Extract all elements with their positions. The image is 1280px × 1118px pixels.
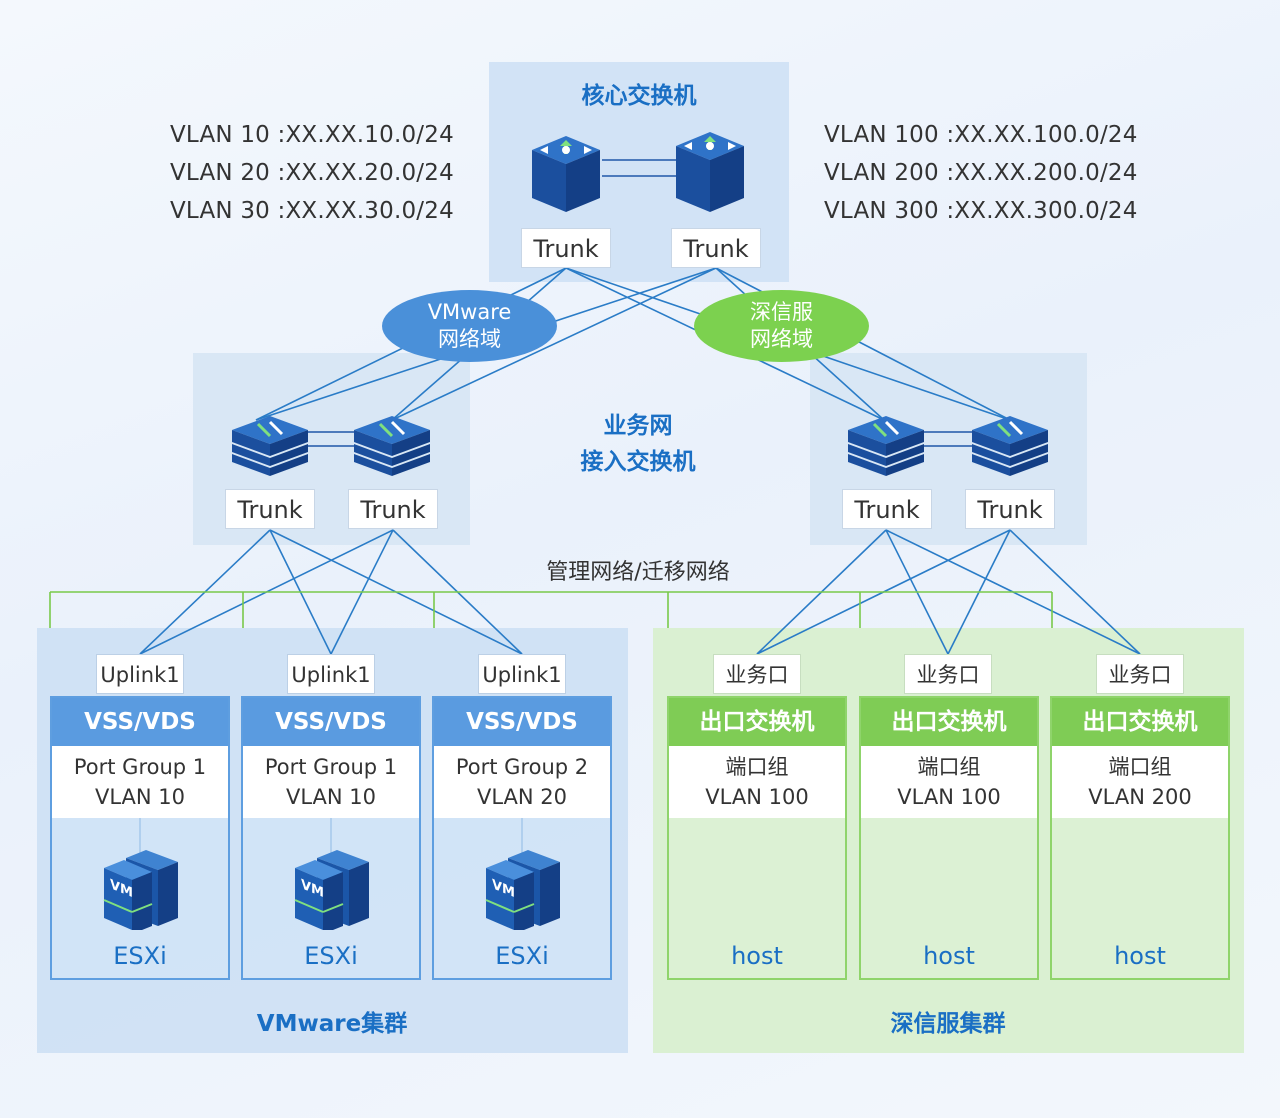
port-group: Port Group 1 VLAN 10 (243, 746, 419, 818)
port-group-vlan: VLAN 10 (285, 785, 377, 809)
host-label: host (731, 942, 783, 970)
sangfor-domain-line1: 深信服 (750, 300, 813, 324)
vmware-node-3: VSS/VDS Port Group 2 VLAN 20 ESXi (432, 696, 612, 980)
vlan-left-1: VLAN 10 :XX.XX.10.0/24 (170, 122, 454, 148)
port-group: 端口组 VLAN 100 (669, 746, 845, 818)
esxi-server-icon-3: VM (485, 850, 560, 930)
vmware-node-1: VSS/VDS Port Group 1 VLAN 10 ESXi (50, 696, 230, 980)
vmware-cluster-label: VMware集群 (256, 1011, 408, 1037)
port-group-name: Port Group 2 (455, 755, 589, 779)
sangfor-network-domain: 深信服 网络域 (694, 290, 869, 362)
vmware-node-2: VSS/VDS Port Group 1 VLAN 10 ESXi (241, 696, 421, 980)
vlan-right-2: VLAN 200 :XX.XX.200.0/24 (824, 160, 1138, 186)
port-group: Port Group 1 VLAN 10 (52, 746, 228, 818)
esxi-label: ESXi (304, 942, 358, 970)
port-group-vlan: VLAN 100 (897, 785, 1001, 809)
port-group-name: Port Group 1 (264, 755, 398, 779)
vswitch-label: VSS/VDS (434, 698, 610, 746)
vmware-domain-line1: VMware (427, 300, 512, 324)
access-trunk-3: Trunk (842, 489, 932, 529)
core-trunk-right: Trunk (671, 228, 761, 268)
sangfor-cluster-label: 深信服集群 (890, 1011, 1006, 1037)
access-trunk-1: Trunk (225, 489, 315, 529)
vmware-domain-line2: 网络域 (438, 327, 501, 351)
esxi-label: ESXi (113, 942, 167, 970)
vlan-left-3: VLAN 30 :XX.XX.30.0/24 (170, 198, 454, 224)
business-port-2: 业务口 (904, 654, 992, 694)
vswitch-label: VSS/VDS (52, 698, 228, 746)
core-switch-icon-left (532, 136, 600, 212)
sangfor-node-3: 出口交换机 端口组 VLAN 200 host (1050, 696, 1230, 980)
egress-switch-label: 出口交换机 (1052, 698, 1228, 746)
host-label: host (923, 942, 975, 970)
core-switch-icon-right (676, 132, 744, 212)
business-port-3: 业务口 (1096, 654, 1184, 694)
sangfor-node-2: 出口交换机 端口组 VLAN 100 host (859, 696, 1039, 980)
core-switch-title: 核心交换机 (581, 83, 697, 109)
access-title-line1: 业务网 (603, 413, 673, 439)
business-port-1: 业务口 (713, 654, 801, 694)
vlan-right-3: VLAN 300 :XX.XX.300.0/24 (824, 198, 1138, 224)
port-group: 端口组 VLAN 200 (1052, 746, 1228, 818)
port-group-vlan: VLAN 100 (705, 785, 809, 809)
port-group-name: 端口组 (1108, 755, 1172, 779)
port-group-vlan: VLAN 200 (1088, 785, 1192, 809)
host-label: host (1114, 942, 1166, 970)
esxi-server-icon-2: VM (294, 850, 369, 930)
vmware-network-domain: VMware 网络域 (382, 290, 557, 362)
vswitch-label: VSS/VDS (243, 698, 419, 746)
uplink-2: Uplink1 (287, 654, 375, 694)
core-trunk-left: Trunk (521, 228, 611, 268)
sangfor-node-1: 出口交换机 端口组 VLAN 100 host (667, 696, 847, 980)
access-switch-icon-1 (232, 416, 308, 476)
vlan-right-1: VLAN 100 :XX.XX.100.0/24 (824, 122, 1138, 148)
access-trunk-2: Trunk (348, 489, 438, 529)
access-title-line2: 接入交换机 (580, 449, 696, 475)
port-group: 端口组 VLAN 100 (861, 746, 1037, 818)
egress-switch-label: 出口交换机 (861, 698, 1037, 746)
access-switch-title: 业务网 接入交换机 (538, 408, 738, 480)
port-group-name: Port Group 1 (73, 755, 207, 779)
egress-switch-label: 出口交换机 (669, 698, 845, 746)
management-network-label: 管理网络/迁移网络 (546, 560, 730, 585)
access-switch-icon-3 (848, 416, 924, 476)
port-group-name: 端口组 (725, 755, 789, 779)
esxi-label: ESXi (495, 942, 549, 970)
access-switch-icon-2 (354, 416, 430, 476)
esxi-server-icon-1: VM (103, 850, 178, 930)
uplink-1: Uplink1 (96, 654, 184, 694)
port-group-vlan: VLAN 20 (476, 785, 568, 809)
port-group-vlan: VLAN 10 (94, 785, 186, 809)
port-group: Port Group 2 VLAN 20 (434, 746, 610, 818)
vlan-left-2: VLAN 20 :XX.XX.20.0/24 (170, 160, 454, 186)
sangfor-domain-line2: 网络域 (750, 327, 813, 351)
port-group-name: 端口组 (917, 755, 981, 779)
access-switch-icon-4 (972, 416, 1048, 476)
access-trunk-4: Trunk (965, 489, 1055, 529)
uplink-3: Uplink1 (478, 654, 566, 694)
